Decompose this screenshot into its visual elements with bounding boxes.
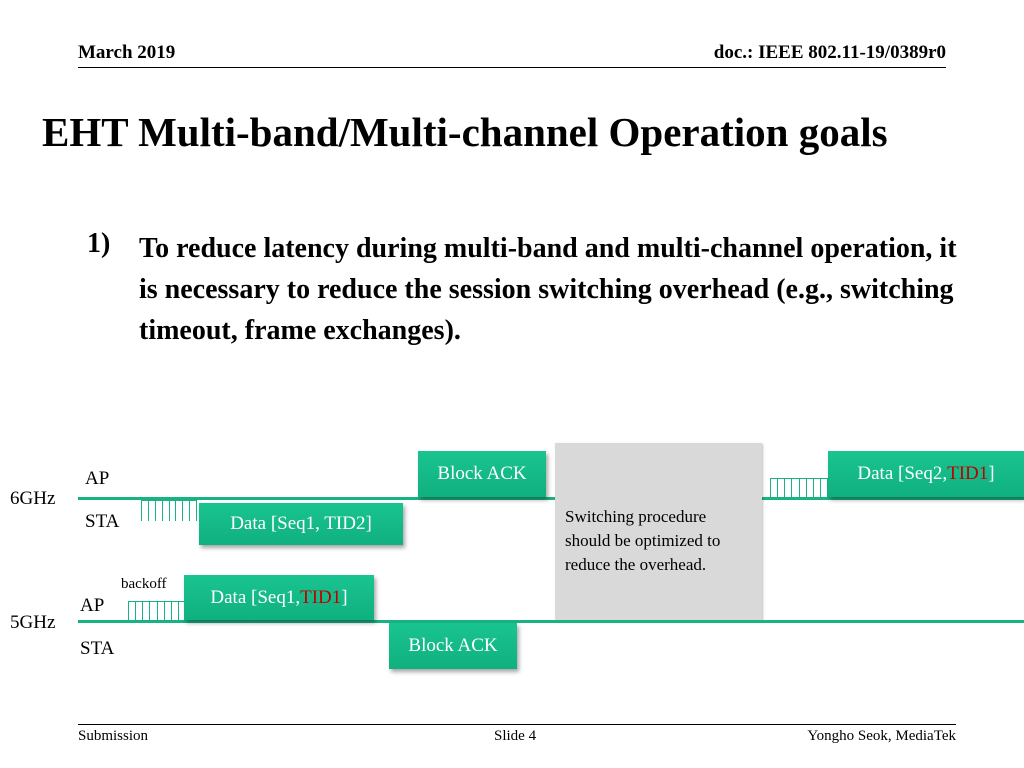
data-seq2-prefix: Data [Seq2, (857, 463, 948, 484)
band-6ghz-sta-label: STA (85, 511, 120, 532)
band-5ghz-data-seq1-tid1: Data [Seq1, TID1] (184, 575, 374, 620)
band-5ghz-ap-backoff-slots (128, 601, 186, 621)
bullet-text: To reduce latency during multi-band and … (139, 233, 957, 346)
header-date: March 2019 (78, 42, 176, 63)
band-6ghz-data-seq1-tid2: Data [Seq1, TID2] (199, 503, 403, 545)
band-5ghz-block-ack: Block ACK (389, 623, 517, 669)
data-seq2-tid-highlight: TID1 (947, 463, 989, 484)
header-divider (78, 67, 946, 68)
data-seq1-prefix: Data [Seq1, (210, 586, 301, 608)
bullet-number: 1) (87, 228, 111, 259)
data-seq1-tid-highlight: TID1 (300, 586, 342, 608)
footer-submission: Submission (78, 728, 149, 744)
header-doc-id: doc.: IEEE 802.11-19/0389r0 (713, 42, 946, 63)
slide-title: EHT Multi-band/Multi-channel Operation g… (42, 109, 888, 155)
band-5ghz-timeline (78, 620, 1024, 623)
band-5ghz-label: 5GHz (10, 612, 56, 633)
footer-slide-number: Slide 4 (494, 728, 537, 744)
switching-procedure-note: Switching procedure should be optimized … (555, 443, 762, 621)
data-seq2-suffix: ] (988, 463, 995, 484)
footer-divider (78, 724, 956, 725)
footer-author: Yongho Seok, MediaTek (807, 728, 956, 744)
band-6ghz-data-seq2-tid1: Data [Seq2, TID1] (828, 451, 1024, 497)
band-6ghz-ap-backoff-slots (770, 478, 828, 498)
band-5ghz-backoff-label: backoff (121, 576, 167, 592)
data-seq1-suffix: ] (341, 586, 348, 608)
band-6ghz-block-ack: Block ACK (418, 451, 546, 497)
switching-procedure-note-text: Switching procedure should be optimized … (565, 507, 721, 574)
band-5ghz-sta-label: STA (80, 638, 115, 659)
band-6ghz-sta-backoff-slots (141, 500, 197, 521)
band-6ghz-label: 6GHz (10, 488, 56, 509)
band-5ghz-ap-label: AP (80, 595, 105, 616)
band-6ghz-ap-label: AP (85, 468, 110, 489)
band-6ghz-timeline (78, 497, 1024, 500)
